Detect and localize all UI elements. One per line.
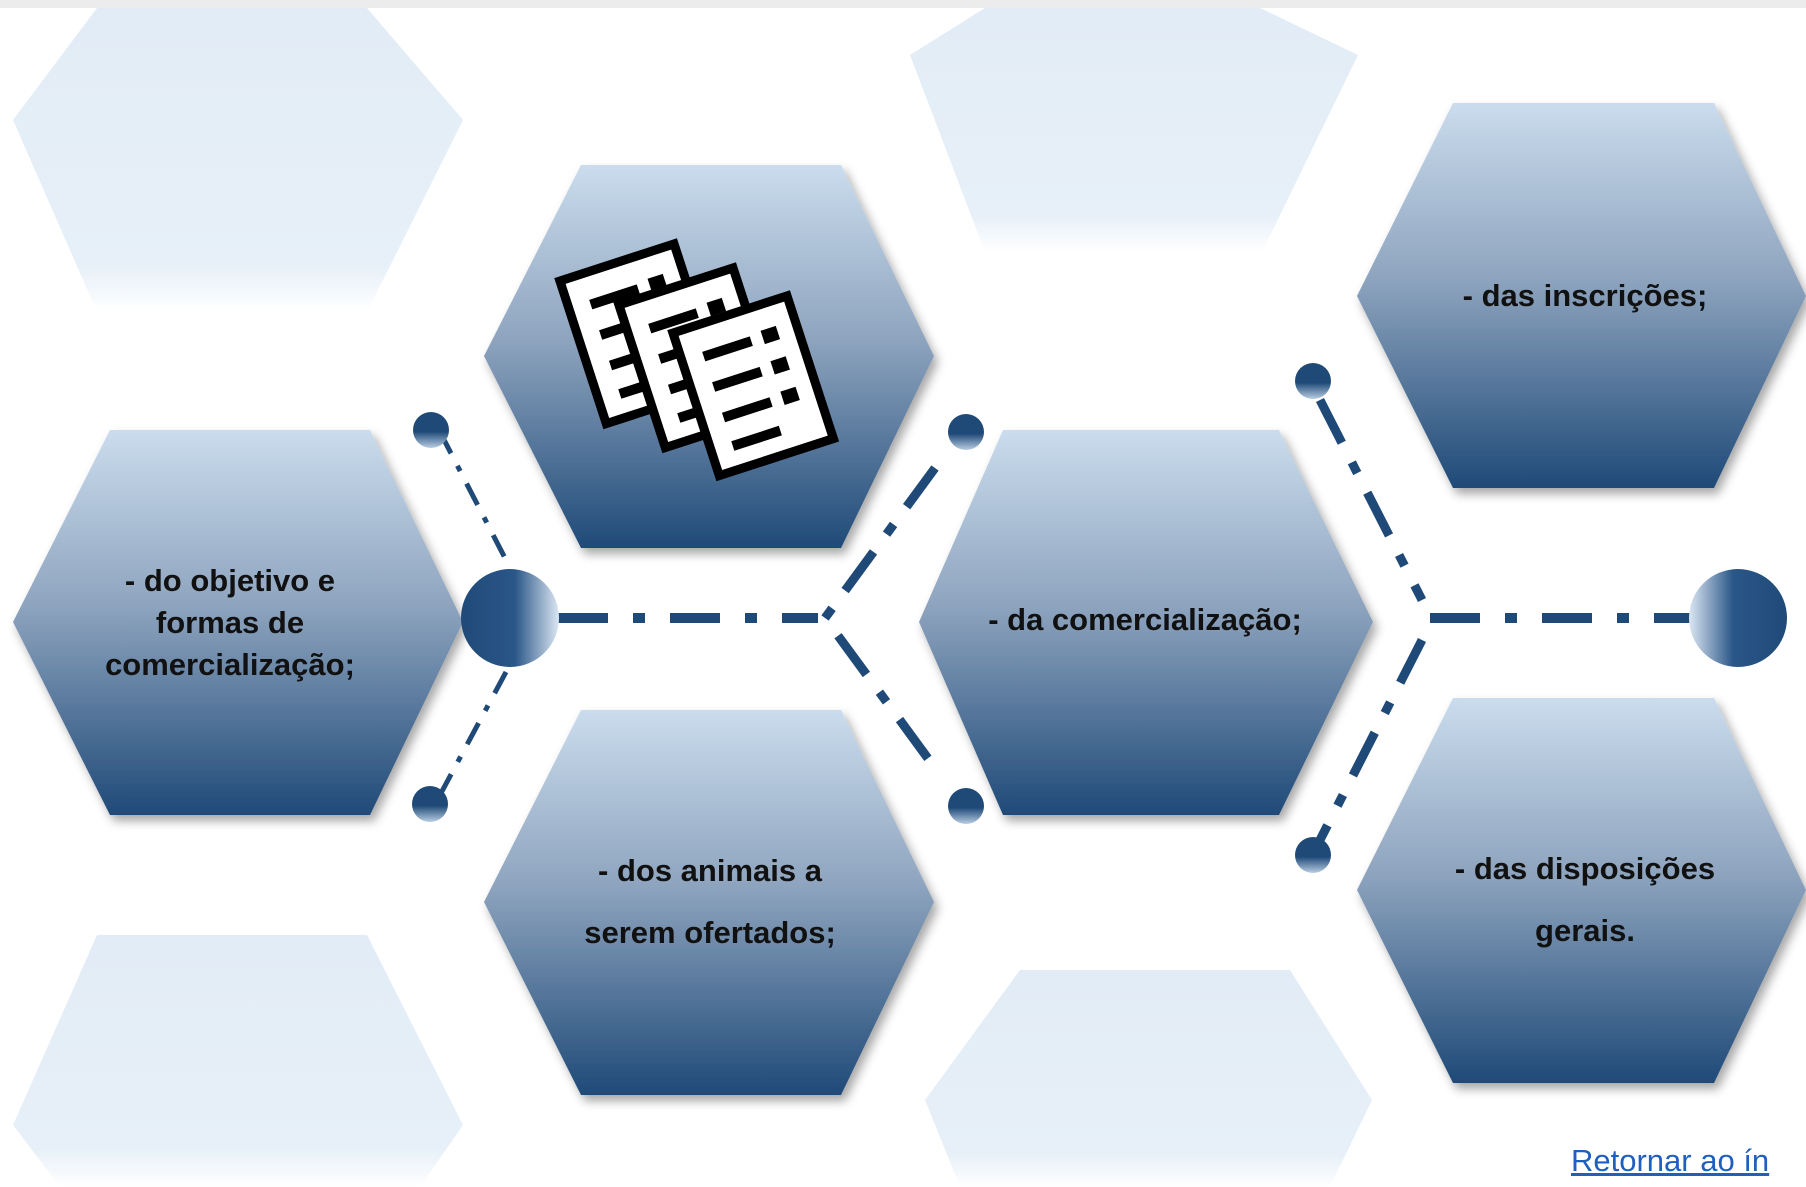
connector-dot	[1295, 363, 1331, 399]
label-line: - da comercialização;	[988, 602, 1302, 637]
label-inscricoes: - das inscrições;	[1385, 268, 1785, 324]
label-line: formas de	[155, 605, 305, 640]
connector-dot	[412, 786, 448, 822]
hub-circle-left	[461, 569, 559, 667]
hexagon-disposicoes	[1357, 698, 1806, 1083]
hexagon-objetivo	[13, 430, 463, 815]
return-index-link[interactable]: Retornar ao ín	[1571, 1143, 1770, 1178]
hexagon-animais	[484, 710, 934, 1095]
connector-dot	[948, 788, 984, 824]
label-line: - dos animais a	[598, 853, 822, 888]
connector-dot	[948, 414, 984, 450]
label-objetivo: - do objetivo e formas de comercializaçã…	[40, 540, 420, 706]
label-line: comercialização;	[105, 647, 355, 682]
hexagon-comercializacao	[919, 430, 1373, 815]
hub-circle-right	[1689, 569, 1787, 667]
label-comercializacao: - da comercialização;	[950, 592, 1340, 648]
background-hexagon	[925, 970, 1372, 1187]
label-animais: - dos animais a serem ofertados;	[510, 840, 910, 964]
connector-lines	[437, 397, 1690, 843]
label-line: serem ofertados;	[584, 915, 836, 950]
connector-dot	[413, 412, 449, 448]
label-line: - do objetivo e	[124, 563, 336, 598]
label-line: - das disposições	[1454, 851, 1716, 886]
connector-dot	[1295, 837, 1331, 873]
label-disposicoes: - das disposições gerais.	[1385, 838, 1785, 962]
hexagon-inscricoes	[1357, 103, 1806, 488]
label-line: - das inscrições;	[1462, 278, 1708, 313]
label-line: gerais.	[1535, 913, 1635, 948]
documents-icon	[554, 238, 840, 482]
background-hexagon	[910, 8, 1358, 252]
top-bar	[0, 0, 1806, 8]
background-hexagon	[13, 8, 463, 312]
background-hexagon	[13, 935, 463, 1187]
